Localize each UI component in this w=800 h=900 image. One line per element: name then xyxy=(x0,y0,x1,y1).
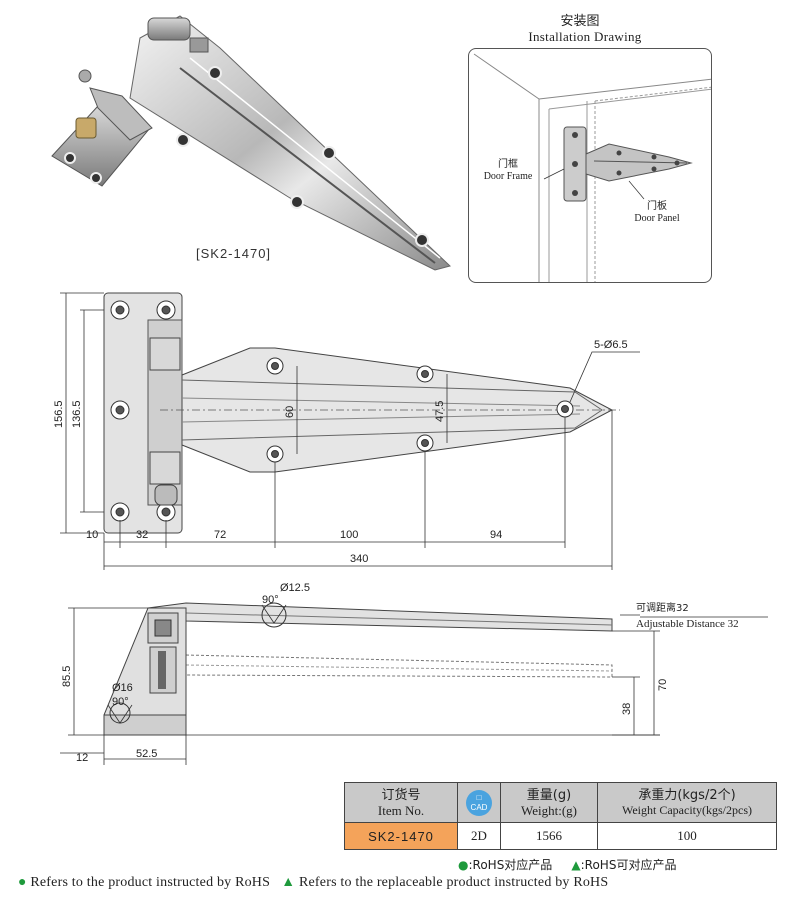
angle-bottom: 90° xyxy=(112,696,129,708)
rohs-dot-icon: ● xyxy=(458,858,469,872)
replaceable-triangle-icon: ▲ xyxy=(571,858,581,872)
dim-height-overall: 156.5 xyxy=(53,400,65,428)
installation-drawing xyxy=(473,53,711,282)
spec-table: 订货号 Item No. □CAD 重量(g) Weight:(g) 承重力(k… xyxy=(344,782,777,850)
legend-rohs-en: Refers to the product instructed by RoHS xyxy=(30,875,271,890)
dim-12: 12 xyxy=(76,752,88,764)
dim-bottom-72: 72 xyxy=(214,529,226,541)
cad-value: 2D xyxy=(457,822,501,850)
dim-bottom-100: 100 xyxy=(340,529,358,541)
legend-en: ● Refers to the product instructed by Ro… xyxy=(18,875,608,891)
adjustable-distance-cn: 可调距离32 xyxy=(636,601,689,614)
legend-cn: ●:RoHS对应产品 ▲:RoHS可对应产品 xyxy=(458,856,676,873)
product-model-caption: [SK2-1470] xyxy=(196,246,272,261)
table-row: SK2-1470 2D 1566 100 xyxy=(344,822,777,850)
dim-height-inner: 136.5 xyxy=(71,400,83,428)
dim-height-85-5: 85.5 xyxy=(61,666,73,687)
dim-bottom-32: 32 xyxy=(136,529,148,541)
dim-total-length: 340 xyxy=(350,553,368,565)
product-photo xyxy=(51,15,451,271)
installation-title-cn: 安装图 xyxy=(560,14,600,29)
dim-bottom-94: 94 xyxy=(490,529,502,541)
legend-rohs-cn: :RoHS对应产品 xyxy=(468,858,553,872)
installation-title-en: Installation Drawing xyxy=(528,29,642,44)
replaceable-triangle-icon-en: ▲ xyxy=(281,875,296,890)
door-frame-label-cn: 门框 xyxy=(498,159,518,170)
col-cad-header: □CAD xyxy=(457,782,501,823)
dim-52-5: 52.5 xyxy=(136,748,157,760)
spec-table-header: 订货号 Item No. □CAD 重量(g) Weight:(g) 承重力(k… xyxy=(344,782,777,823)
cad-icon: □CAD xyxy=(466,789,492,816)
holes-note: 5-Ø6.5 xyxy=(594,339,628,351)
dia-bottom: Ø16 xyxy=(112,682,133,694)
item-number: SK2-1470 xyxy=(344,822,458,850)
weight-value: 1566 xyxy=(500,822,598,850)
dia-top: Ø12.5 xyxy=(280,582,310,594)
dim-70: 70 xyxy=(657,679,669,691)
rohs-dot-icon-en: ● xyxy=(18,875,27,890)
front-view-drawing: 5-Ø6.5 156.5 136.5 60 47.5 10 32 72 100 … xyxy=(53,292,640,570)
capacity-value: 100 xyxy=(597,822,777,850)
dim-hole-spacing-60: 60 xyxy=(284,406,296,418)
col-weight-header: 重量(g) Weight:(g) xyxy=(500,782,598,823)
door-frame-label-en: Door Frame xyxy=(483,171,533,182)
angle-top: 90° xyxy=(262,594,279,606)
door-panel-label-cn: 门板 xyxy=(647,201,667,212)
legend-replaceable-en: Refers to the replaceable product instru… xyxy=(298,875,609,890)
legend-replaceable-cn: :RoHS可对应产品 xyxy=(580,858,677,872)
col-capacity-header: 承重力(kgs/2个) Weight Capacity(kgs/2pcs) xyxy=(597,782,777,823)
dim-38: 38 xyxy=(621,703,633,715)
adjustable-distance-en: Adjustable Distance 32 xyxy=(636,618,739,630)
installation-drawing-box: 门框 Door Frame 门板 Door Panel xyxy=(468,48,712,283)
side-view-drawing: Ø12.5 90° Ø16 90° 可调距离32 Adjustable Dist… xyxy=(60,582,768,765)
col-item-header: 订货号 Item No. xyxy=(344,782,458,823)
dim-bottom-10: 10 xyxy=(86,529,98,541)
dim-hole-spacing-47-5: 47.5 xyxy=(434,401,446,422)
door-panel-label-en: Door Panel xyxy=(634,213,680,224)
